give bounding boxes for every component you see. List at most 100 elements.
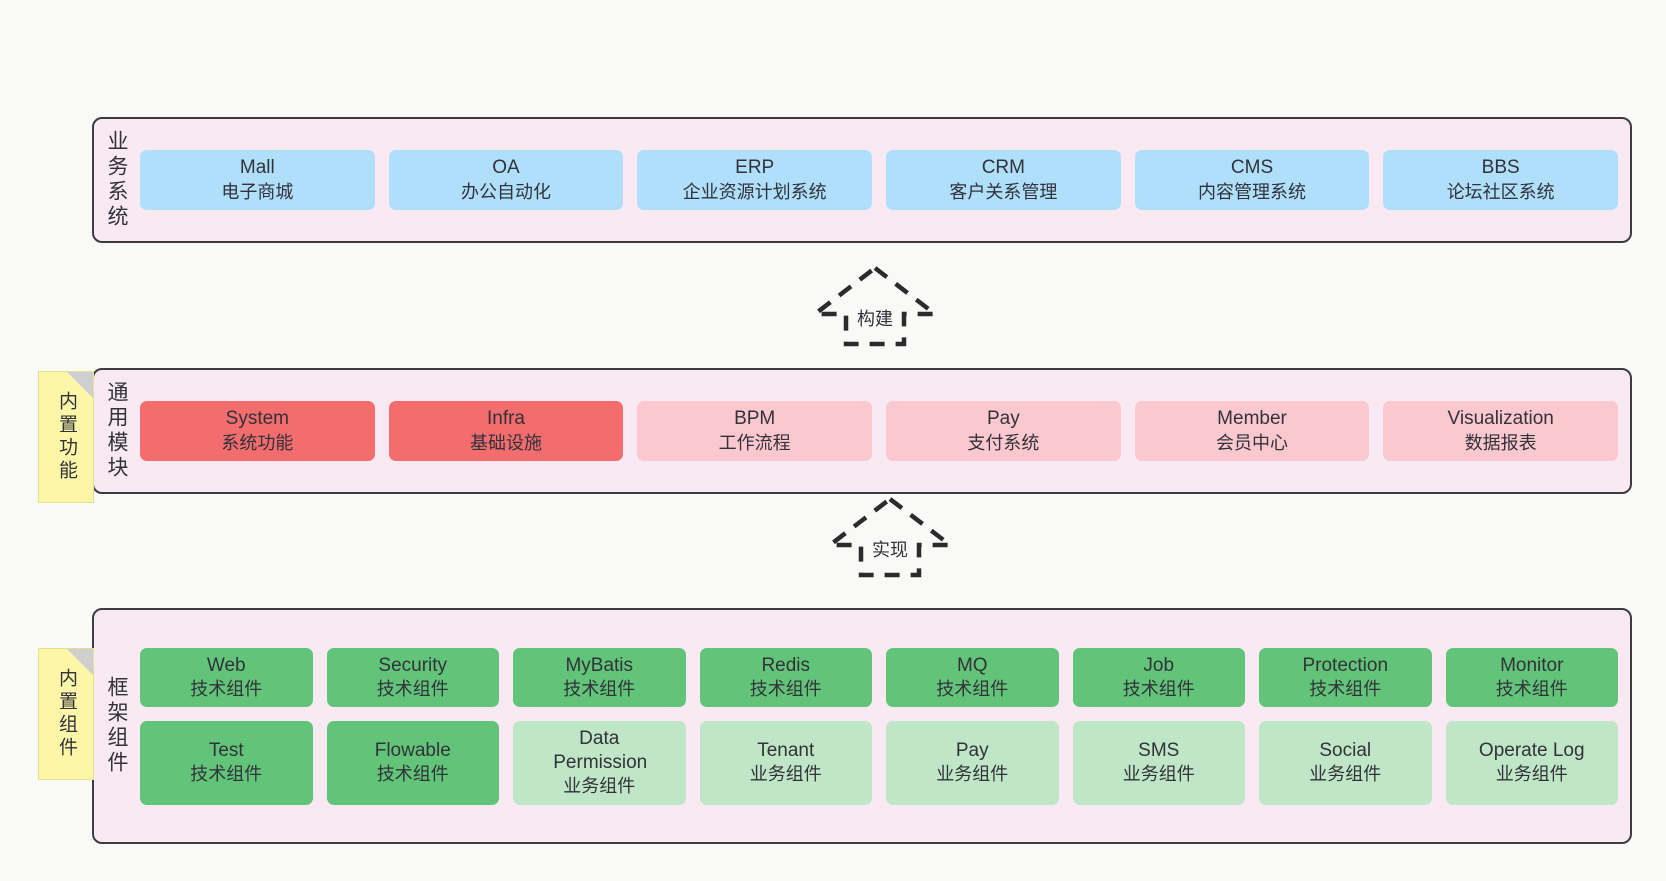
sticky-fold-corner [67, 372, 93, 398]
node-desc: 系统功能 [221, 432, 294, 453]
node-monitor[interactable]: Monitor 技术组件 [1445, 647, 1618, 707]
node-bpm[interactable]: BPM 工作流程 [637, 401, 873, 461]
node-desc: 内容管理系统 [1198, 181, 1307, 202]
node-desc: 技术组件 [563, 678, 636, 699]
node-infra[interactable]: Infra 基础设施 [388, 401, 624, 461]
node-mall[interactable]: Mall 电子商城 [140, 150, 375, 210]
node-data-permission[interactable]: Data Permission 业务组件 [513, 720, 686, 805]
layer-title-business: 业务系统 [94, 119, 138, 241]
sticky-note-builtin-features: 内置功能 [38, 371, 94, 503]
node-desc: 技术组件 [936, 678, 1009, 699]
connector-build-label: 构建 [857, 309, 893, 329]
node-desc: 业务组件 [1309, 764, 1382, 785]
node-desc: 业务组件 [1495, 764, 1568, 785]
node-mq[interactable]: MQ 技术组件 [886, 647, 1059, 707]
node-name: Member [1217, 408, 1287, 430]
node-name: SMS [1138, 740, 1180, 761]
node-desc: 业务组件 [936, 764, 1009, 785]
sticky-note-label: 内置功能 [55, 391, 77, 483]
node-name: CRM [981, 157, 1025, 179]
node-name: OA [492, 157, 520, 179]
layer-title-text: 业务系统 [105, 130, 129, 230]
node-social[interactable]: Social 业务组件 [1259, 720, 1432, 805]
node-desc: 办公自动化 [461, 181, 551, 202]
node-bbs[interactable]: BBS 论坛社区系统 [1383, 150, 1619, 210]
node-pay-component[interactable]: Pay 业务组件 [886, 720, 1059, 805]
node-desc: 论坛社区系统 [1446, 181, 1555, 202]
node-cms[interactable]: CMS 内容管理系统 [1134, 150, 1370, 210]
node-name: Mall [239, 157, 275, 179]
node-security[interactable]: Security 技术组件 [326, 647, 499, 707]
connector-build-shape [808, 265, 942, 347]
node-name: Pay [955, 740, 989, 761]
connector-build: 构建 [800, 262, 950, 350]
layer-body-framework: Web 技术组件 Security 技术组件 MyBatis 技术组件 Redi… [138, 610, 1630, 842]
node-desc: 技术组件 [1309, 678, 1382, 699]
node-desc: 技术组件 [190, 678, 263, 699]
node-desc: 技术组件 [1122, 678, 1195, 699]
node-name: MQ [956, 654, 988, 676]
node-desc: 企业资源计划系统 [682, 181, 827, 202]
node-system[interactable]: System 系统功能 [140, 401, 375, 461]
node-name: Monitor [1500, 654, 1564, 676]
node-name: ERP [735, 157, 775, 179]
node-desc: 业务组件 [1122, 764, 1195, 785]
node-name: Redis [761, 654, 811, 676]
node-desc: 技术组件 [376, 678, 449, 699]
node-name: Flowable [374, 740, 451, 761]
connector-implement-shape [823, 496, 957, 578]
node-desc: 技术组件 [376, 764, 449, 785]
sticky-fold-corner [67, 649, 93, 675]
sticky-note-label: 内置组件 [55, 668, 77, 760]
node-tenant[interactable]: Tenant 业务组件 [699, 720, 872, 805]
layer-title-text: 通用模块 [105, 381, 129, 481]
node-oa[interactable]: OA 办公自动化 [388, 150, 624, 210]
node-desc: 客户关系管理 [949, 181, 1058, 202]
node-protection[interactable]: Protection 技术组件 [1259, 647, 1432, 707]
node-erp[interactable]: ERP 企业资源计划系统 [637, 150, 873, 210]
framework-row-technical: Web 技术组件 Security 技术组件 MyBatis 技术组件 Redi… [140, 647, 1618, 707]
node-name: Visualization [1447, 408, 1554, 430]
node-sms[interactable]: SMS 业务组件 [1072, 720, 1245, 805]
node-name: CMS [1230, 157, 1274, 179]
node-crm[interactable]: CRM 客户关系管理 [886, 150, 1121, 210]
node-member[interactable]: Member 会员中心 [1134, 401, 1370, 461]
node-flowable[interactable]: Flowable 技术组件 [326, 720, 499, 805]
node-desc: 支付系统 [967, 432, 1040, 453]
node-test[interactable]: Test 技术组件 [140, 720, 313, 805]
node-redis[interactable]: Redis 技术组件 [699, 647, 872, 707]
layer-framework-components: 框架组件 Web 技术组件 Security 技术组件 MyBatis 技术组件… [92, 608, 1632, 844]
node-mybatis[interactable]: MyBatis 技术组件 [513, 647, 686, 707]
node-desc: 技术组件 [190, 764, 263, 785]
node-name: Social [1319, 740, 1372, 761]
node-desc: 业务组件 [749, 764, 822, 785]
node-name: Tenant [757, 740, 815, 761]
node-name: MyBatis [565, 654, 634, 676]
connector-implement: 实现 [815, 493, 965, 581]
node-job[interactable]: Job 技术组件 [1072, 647, 1245, 707]
node-name: Web [206, 654, 246, 676]
node-name: Job [1143, 654, 1175, 676]
node-name: Infra [486, 408, 526, 430]
node-desc: 业务组件 [563, 776, 636, 797]
node-web[interactable]: Web 技术组件 [140, 647, 313, 707]
node-desc: 基础设施 [470, 432, 542, 453]
node-desc: 技术组件 [1495, 678, 1568, 699]
node-name: Security [378, 654, 448, 676]
node-name: Protection [1302, 654, 1389, 676]
node-desc: 工作流程 [718, 432, 791, 453]
layer-business-system: 业务系统 Mall 电子商城 OA 办公自动化 ERP 企业资源计划系统 CRM… [92, 117, 1632, 243]
node-visualization[interactable]: Visualization 数据报表 [1383, 401, 1619, 461]
layer-body-business: Mall 电子商城 OA 办公自动化 ERP 企业资源计划系统 CRM 客户关系… [138, 119, 1630, 241]
layer-title-framework: 框架组件 [94, 610, 138, 842]
node-pay-module[interactable]: Pay 支付系统 [886, 401, 1121, 461]
layer-title-common: 通用模块 [94, 370, 138, 492]
sticky-note-builtin-components: 内置组件 [38, 648, 94, 780]
layer-title-text: 框架组件 [105, 676, 129, 776]
connector-implement-label: 实现 [872, 540, 908, 560]
node-desc: 数据报表 [1464, 432, 1537, 453]
node-name: Test [208, 740, 244, 761]
node-operate-log[interactable]: Operate Log 业务组件 [1445, 720, 1618, 805]
layer-body-common: System 系统功能 Infra 基础设施 BPM 工作流程 Pay 支付系统… [138, 370, 1630, 492]
